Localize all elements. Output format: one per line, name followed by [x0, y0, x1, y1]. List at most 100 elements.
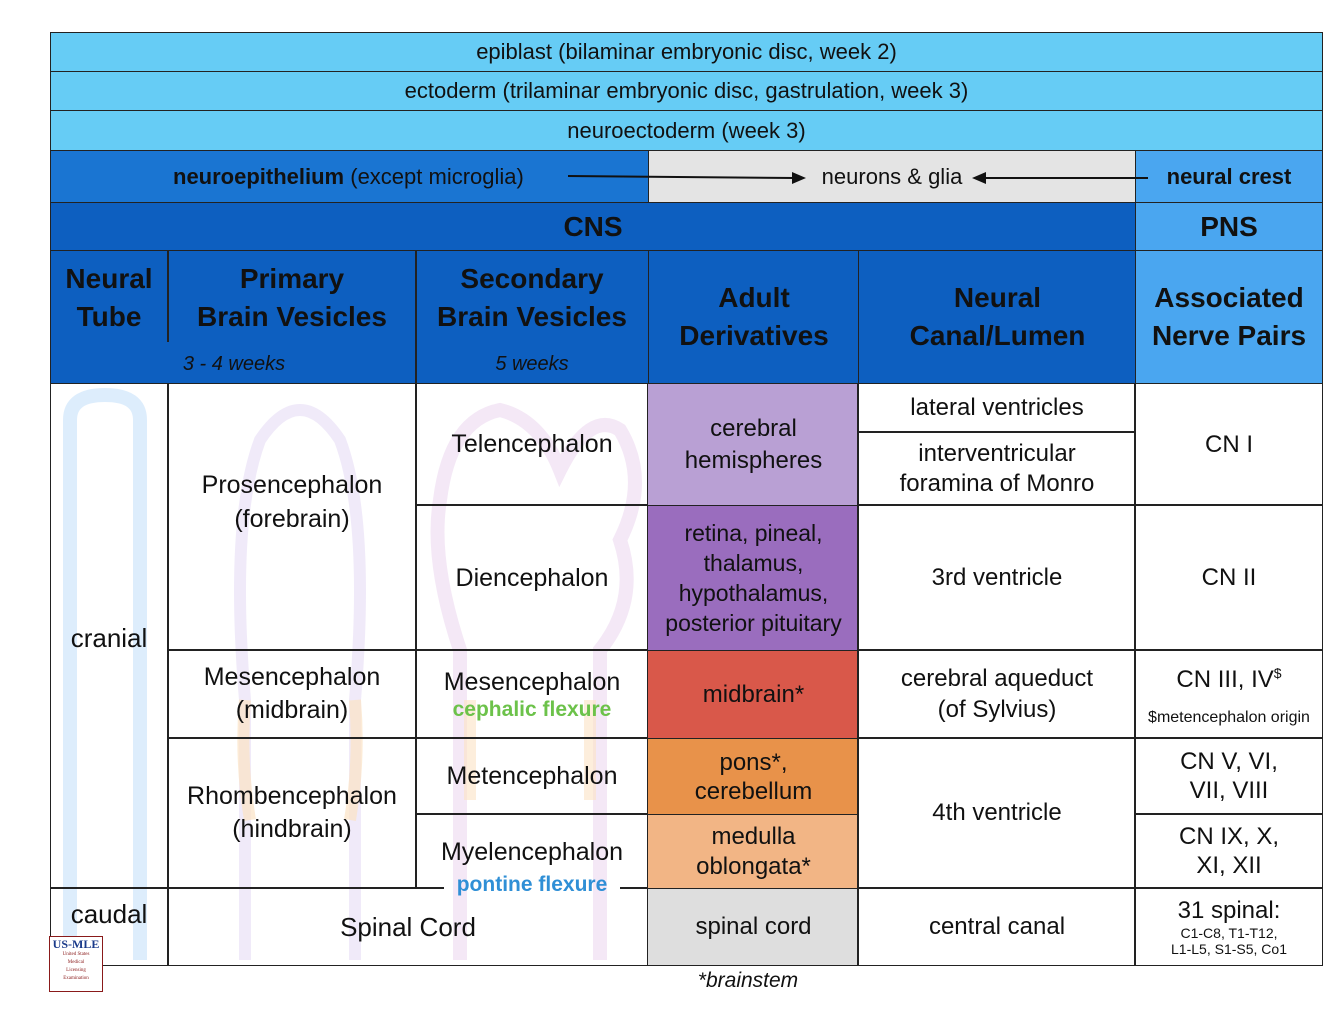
- retina-l1: retina, pineal,: [684, 520, 823, 546]
- nerve-rule-4: [1135, 813, 1323, 815]
- pons-cell: pons*, cerebellum: [648, 738, 859, 814]
- mesencephalon-secondary-label: Mesencephalon: [443, 668, 621, 696]
- column-header-band: [50, 250, 1136, 384]
- third-ventricle-label: 3rd ventricle: [931, 563, 1063, 591]
- aqueduct-l1: cerebral aqueduct: [900, 665, 1094, 692]
- aqueduct-l2: (of Sylvius): [937, 696, 1057, 723]
- cn2-cell: CN II: [1135, 505, 1323, 650]
- midbrain-cell: midbrain*: [648, 650, 859, 738]
- secondary-rule-2: [416, 649, 648, 651]
- cn2-label: CN II: [1201, 563, 1257, 591]
- header-adult-l1: Adult: [718, 282, 790, 313]
- pns-header: PNS: [1135, 202, 1323, 251]
- interventricular-cell: interventricular foramina of Monro: [858, 432, 1136, 505]
- cerebral-l1: cerebral: [710, 414, 797, 442]
- header-divider-1: [167, 250, 169, 342]
- canal-rule-5: [858, 887, 1136, 889]
- fourth-ventricle-label: 4th ventricle: [932, 799, 1062, 826]
- neuroepithelium-cell: neuroepithelium (except microglia): [50, 150, 649, 203]
- cerebral-hemispheres-cell: cerebral hemispheres: [648, 384, 859, 505]
- secondary-divider: [647, 383, 649, 966]
- neuroepithelium-rest: (except microglia): [344, 163, 524, 189]
- cn9-cell: CN IX, X, XI, XII: [1135, 814, 1323, 888]
- mesencephalon-primary-l2: (midbrain): [235, 696, 349, 724]
- nerve-rule-2: [1135, 649, 1323, 651]
- neural-crest-cell: neural crest: [1135, 150, 1323, 203]
- header-neural-tube: Neural Tube: [50, 254, 168, 342]
- cns-label: CNS: [563, 210, 623, 242]
- canal-rule-1: [858, 431, 1136, 433]
- caudal-rule: [50, 887, 168, 889]
- canal-rule-4: [858, 737, 1136, 739]
- fourth-ventricle-cell: 4th ventricle: [858, 738, 1136, 888]
- brainstem-footnote-label: *brainstem: [697, 969, 799, 992]
- cn34-label: CN III, IV: [1176, 666, 1274, 693]
- cerebral-l2: hemispheres: [684, 446, 823, 474]
- header-primary-l2: Brain Vesicles: [197, 301, 387, 332]
- pons-l2: cerebellum: [694, 777, 813, 805]
- spinal-cord-adult-cell: spinal cord: [648, 888, 859, 965]
- cephalic-flexure-label: cephalic flexure: [452, 698, 612, 721]
- central-canal-cell: central canal: [858, 888, 1136, 965]
- header-canal-l1: Neural: [953, 282, 1042, 313]
- header-nerves: Associated Nerve Pairs: [1135, 250, 1323, 384]
- secondary-rule-5b: [620, 887, 648, 889]
- secondary-rule-4: [416, 813, 648, 815]
- spinal-nerves-label: 31 spinal:: [1177, 896, 1281, 924]
- central-canal-label: central canal: [928, 912, 1066, 940]
- pons-l1: pons*,: [719, 748, 788, 776]
- cranial-text: cranial: [70, 623, 148, 653]
- diencephalon-cell: Diencephalon: [416, 505, 648, 650]
- third-ventricle-cell: 3rd ventricle: [858, 505, 1136, 650]
- myelencephalon-label: Myelencephalon: [440, 838, 624, 866]
- header-adult-l2: Derivatives: [679, 320, 829, 351]
- header-secondary: Secondary Brain Vesicles: [416, 254, 648, 342]
- adult-divider: [857, 383, 859, 966]
- header-nerves-l2: Nerve Pairs: [1151, 320, 1307, 351]
- spinal-cord-primary-label: Spinal Cord: [340, 912, 476, 942]
- header-secondary-l1: Secondary: [460, 263, 604, 294]
- primary-divider: [415, 383, 417, 888]
- brainstem-footnote: *brainstem: [648, 966, 848, 996]
- rhombencephalon-l1: Rhombencephalon: [187, 782, 397, 810]
- mesencephalon-primary-cell: Mesencephalon (midbrain): [168, 650, 416, 738]
- cn1-label: CN I: [1205, 430, 1253, 458]
- caudal-text: caudal: [70, 899, 148, 929]
- cn5-l1: CN V, VI,: [1180, 748, 1278, 775]
- neuroectoderm-row: neuroectoderm (week 3): [50, 110, 1323, 151]
- spinal-nerves-cell: 31 spinal: C1-C8, T1-T12, L1-L5, S1-S5, …: [1135, 888, 1323, 965]
- usmle-logo-line2: Medical: [67, 960, 85, 965]
- usmle-logo-title: US-MLE: [52, 937, 100, 951]
- neuroectoderm-label: neuroectoderm (week 3): [567, 117, 806, 143]
- cn9-l1: CN IX, X,: [1178, 823, 1280, 850]
- primary-time: 3 - 4 weeks: [168, 346, 300, 382]
- secondary-time-label: 5 weeks: [495, 352, 569, 375]
- nerve-rule-3: [1135, 737, 1323, 739]
- medulla-cell: medulla oblongata*: [648, 814, 859, 888]
- usmle-logo-line4: Examination: [63, 976, 89, 981]
- spinal-cord-adult-label: spinal cord: [695, 913, 812, 940]
- primary-time-label: 3 - 4 weeks: [182, 352, 286, 375]
- mesencephalon-secondary-cell: Mesencephalon cephalic flexure: [416, 650, 648, 738]
- caudal-label: caudal: [50, 895, 168, 933]
- medulla-l1: medulla: [711, 822, 796, 850]
- epiblast-label: epiblast (bilaminar embryonic disc, week…: [476, 39, 897, 64]
- cn1-cell: CN I: [1135, 384, 1323, 505]
- rhombencephalon-l2: (hindbrain): [232, 815, 352, 843]
- interventricular-l2: foramina of Monro: [899, 469, 1095, 497]
- header-canal-l2: Canal/Lumen: [909, 320, 1086, 351]
- myelencephalon-cell: Myelencephalon: [416, 832, 648, 872]
- usmle-logo-line3: Licensing: [66, 968, 86, 973]
- neuroepithelium-bold: neuroepithelium: [173, 163, 345, 189]
- spinal-nerves-detail-2: L1-L5, S1-S5, Co1: [1171, 940, 1287, 957]
- cranial-label: cranial: [50, 618, 168, 658]
- primary-rule-3: [168, 887, 416, 889]
- rhombencephalon-cell: Rhombencephalon (hindbrain): [168, 738, 416, 888]
- header-adult: Adult Derivatives: [648, 250, 859, 384]
- header-neural-tube-l1: Neural: [65, 263, 153, 294]
- cn34-text: CN III, IV$: [1176, 658, 1281, 695]
- secondary-rule-1: [416, 504, 648, 506]
- retina-l4: posterior pituitary: [665, 610, 842, 636]
- spinal-cord-primary-cell: Spinal Cord: [168, 888, 648, 966]
- header-neural-tube-l2: Tube: [76, 301, 142, 332]
